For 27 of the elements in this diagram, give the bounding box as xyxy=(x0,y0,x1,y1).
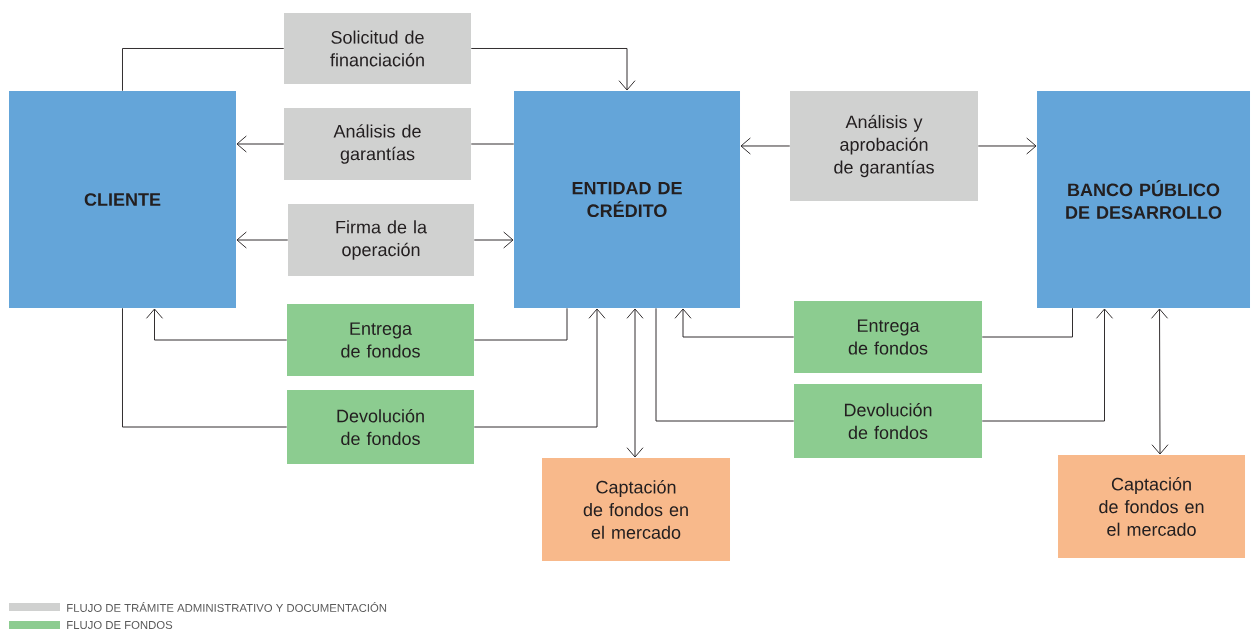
arrow xyxy=(626,308,644,458)
process-box: Análisis de garantías xyxy=(284,108,471,180)
arrow xyxy=(473,308,606,428)
process-box: Solicitud de financiación xyxy=(284,13,471,84)
party-box: BANCO PÚBLICO DE DESARROLLO xyxy=(1037,91,1250,308)
legend-text: FLUJO DE TRÁMITE ADMINISTRATIVO Y DOCUMENTACIÓN xyxy=(67,602,387,612)
arrow xyxy=(740,137,791,155)
arrow xyxy=(1151,308,1169,455)
process-box: Devolución de fondos xyxy=(794,384,982,458)
process-box: Devolución de fondos xyxy=(287,390,474,464)
arrow xyxy=(674,308,795,338)
process-box: Entrega de fondos xyxy=(287,304,474,376)
market-box: Captación de fondos en el mercado xyxy=(542,458,730,561)
arrow xyxy=(981,308,1113,422)
legend-text: FLUJO DE FONDOS xyxy=(67,621,173,629)
party-box: CLIENTE xyxy=(9,91,236,308)
arrow xyxy=(977,137,1037,155)
party-box: ENTIDAD DE CRÉDITO xyxy=(514,91,740,308)
process-box: Firma de la operación xyxy=(288,204,474,276)
arrow xyxy=(236,135,285,153)
arrow xyxy=(470,48,636,91)
process-box: Entrega de fondos xyxy=(794,301,982,373)
arrow xyxy=(473,231,514,249)
arrow xyxy=(146,308,288,341)
arrow xyxy=(236,231,289,249)
market-box: Captación de fondos en el mercado xyxy=(1058,455,1245,558)
process-box: Análisis y aprobación de garantías xyxy=(790,91,978,201)
